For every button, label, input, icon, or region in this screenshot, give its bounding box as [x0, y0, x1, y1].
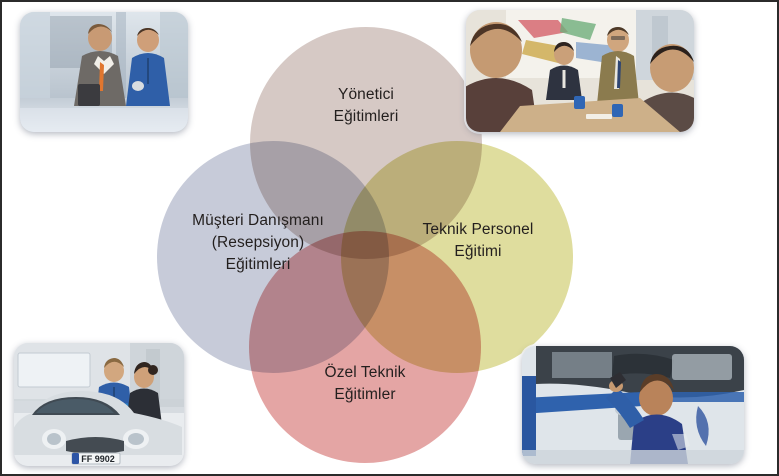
photo-top-right	[466, 10, 694, 132]
photo-top-left	[20, 12, 188, 132]
photo-bottom-right	[522, 346, 744, 464]
photo-top-right-image	[466, 10, 694, 132]
photo-bottom-left: FF 9902	[14, 343, 184, 466]
photo-top-left-image	[20, 12, 188, 132]
license-plate-text: FF 9902	[81, 454, 115, 464]
photo-bottom-left-image: FF 9902	[14, 343, 184, 466]
photo-bottom-right-image	[522, 346, 744, 464]
venn-circle-ozel-teknik[interactable]	[249, 231, 481, 463]
